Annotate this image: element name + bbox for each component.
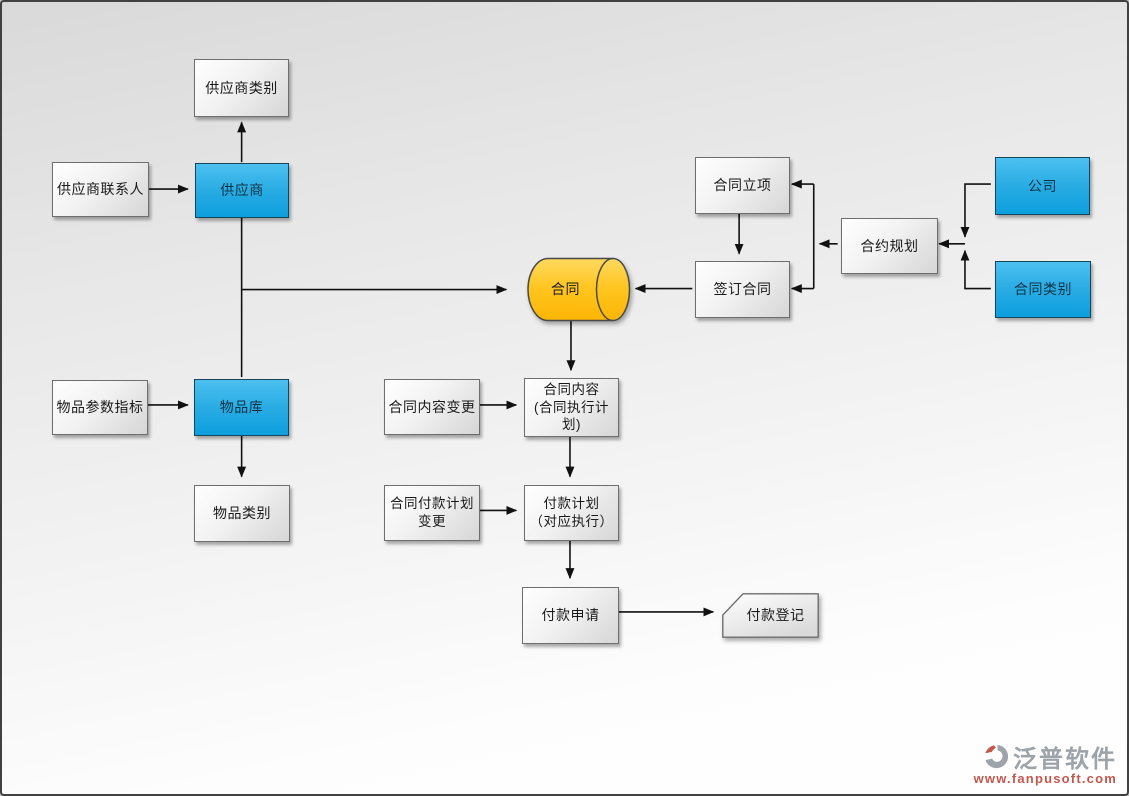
node-contract-content[interactable]: 合同内容 (合同执行计划) [524, 378, 619, 437]
node-contract-category[interactable]: 合同类别 [995, 261, 1091, 318]
node-label: 物品参数指标 [56, 399, 144, 416]
node-label: 签订合同 [713, 281, 772, 298]
node-contract-content-change[interactable]: 合同内容变更 [384, 379, 480, 435]
node-company[interactable]: 公司 [995, 157, 1090, 215]
node-label: 付款申请 [541, 607, 600, 624]
node-label: 供应商联系人 [57, 181, 144, 198]
node-item-params[interactable]: 物品参数指标 [52, 380, 148, 435]
brand-watermark: 泛普软件 www.fanpusoft.com [974, 739, 1117, 786]
node-label-line1: 合同付款计划 [390, 496, 474, 512]
node-label: 合同立项 [713, 177, 772, 194]
brand-url[interactable]: www.fanpusoft.com [973, 771, 1117, 786]
node-label: 物品类别 [213, 505, 271, 522]
node-label: 合同类别 [1014, 281, 1072, 298]
brand-name: 泛普软件 [1013, 746, 1117, 773]
node-label: 合同内容变更 [388, 398, 476, 415]
node-item-library[interactable]: 物品库 [194, 379, 289, 436]
node-contract-initiation[interactable]: 合同立项 [695, 157, 790, 214]
cylinder-shape-icon [527, 257, 631, 322]
node-payment-plan-change[interactable]: 合同付款计划 变更 [384, 485, 480, 541]
node-payment-request[interactable]: 付款申请 [522, 587, 619, 644]
node-label: 公司 [1028, 177, 1057, 194]
node-contract-datastore[interactable]: 合同 [515, 257, 632, 322]
node-payment-plan[interactable]: 付款计划 （对应执行） [524, 485, 619, 541]
node-supplier-category[interactable]: 供应商类别 [194, 59, 289, 117]
node-contract-signing[interactable]: 签订合同 [695, 261, 790, 318]
node-label: 物品库 [219, 399, 264, 416]
node-label: 合同 [551, 281, 580, 298]
fanpu-logo-icon [985, 745, 1009, 769]
node-label-line2: 变更 [418, 514, 446, 529]
node-supplier-contact[interactable]: 供应商联系人 [52, 162, 149, 217]
node-label: 供应商类别 [205, 79, 278, 96]
node-label: 付款登记 [746, 607, 805, 624]
node-label: 合约规划 [860, 237, 919, 254]
card-shape-icon [722, 593, 819, 638]
node-label-line1: 合同内容 [543, 382, 600, 398]
node-contract-planning[interactable]: 合约规划 [841, 218, 938, 274]
node-label-line2: (合同执行计划) [534, 399, 609, 433]
node-supplier[interactable]: 供应商 [195, 163, 289, 218]
node-item-category[interactable]: 物品类别 [194, 485, 290, 542]
node-label-line1: 付款计划 [543, 496, 600, 512]
node-payment-register[interactable]: 付款登记 [722, 593, 819, 638]
node-label: 供应商 [220, 182, 264, 199]
node-label-line2: （对应执行） [529, 514, 614, 529]
